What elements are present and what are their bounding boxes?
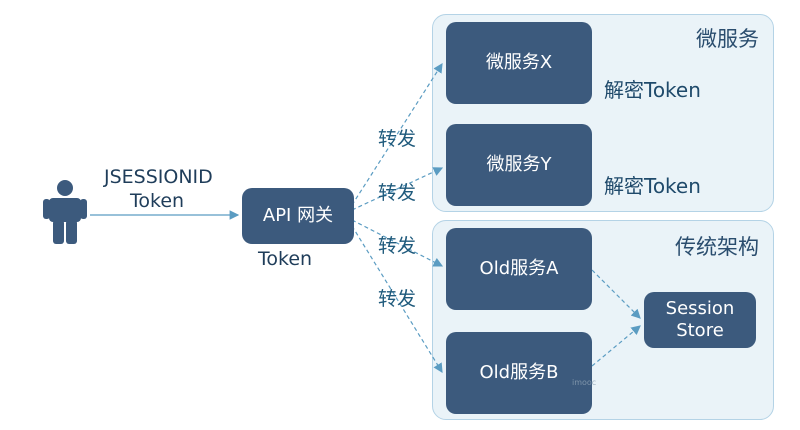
microservice-group-title: 微服务: [696, 27, 759, 51]
gateway-to-service-y-arrow: [351, 167, 444, 211]
old-service-b-node: Old服务B: [446, 332, 592, 414]
forward-label-b: 转发: [378, 288, 417, 310]
session-store-line2: Store: [676, 320, 724, 341]
api-gateway-node: API 网关: [242, 188, 354, 244]
service-x-node: 微服务X: [446, 22, 592, 104]
old-service-a-node: Old服务A: [446, 228, 592, 310]
gateway-to-old-a-arrow: [351, 219, 444, 267]
token-in-label: Token: [130, 190, 185, 212]
service-y-node: 微服务Y: [446, 124, 592, 206]
forward-label-x: 转发: [378, 128, 417, 150]
gateway-to-old-b-arrow: [351, 225, 443, 374]
forward-label-a: 转发: [378, 235, 417, 257]
session-store-line1: Session: [665, 297, 735, 319]
session-store-node: Session Store: [644, 292, 756, 348]
session-id-label: JSESSIONID: [104, 166, 213, 188]
forward-label-y: 转发: [378, 182, 417, 204]
legacy-group-title: 传统架构: [675, 235, 759, 259]
watermark-text: imooc: [572, 378, 597, 387]
token-out-label: Token: [258, 248, 313, 270]
service-x-label: 微服务X: [485, 51, 553, 73]
decrypt-y-label: 解密Token: [604, 174, 701, 198]
api-gateway-label: API 网关: [262, 204, 334, 226]
old-b-to-session-store-arrow: [591, 325, 641, 367]
person-icon: [43, 180, 87, 244]
old-a-to-session-store-arrow: [591, 269, 641, 319]
decrypt-x-label: 解密Token: [604, 78, 701, 102]
service-y-label: 微服务Y: [486, 153, 552, 175]
old-service-b-label: Old服务B: [479, 361, 559, 383]
old-service-a-label: Old服务A: [479, 257, 559, 279]
